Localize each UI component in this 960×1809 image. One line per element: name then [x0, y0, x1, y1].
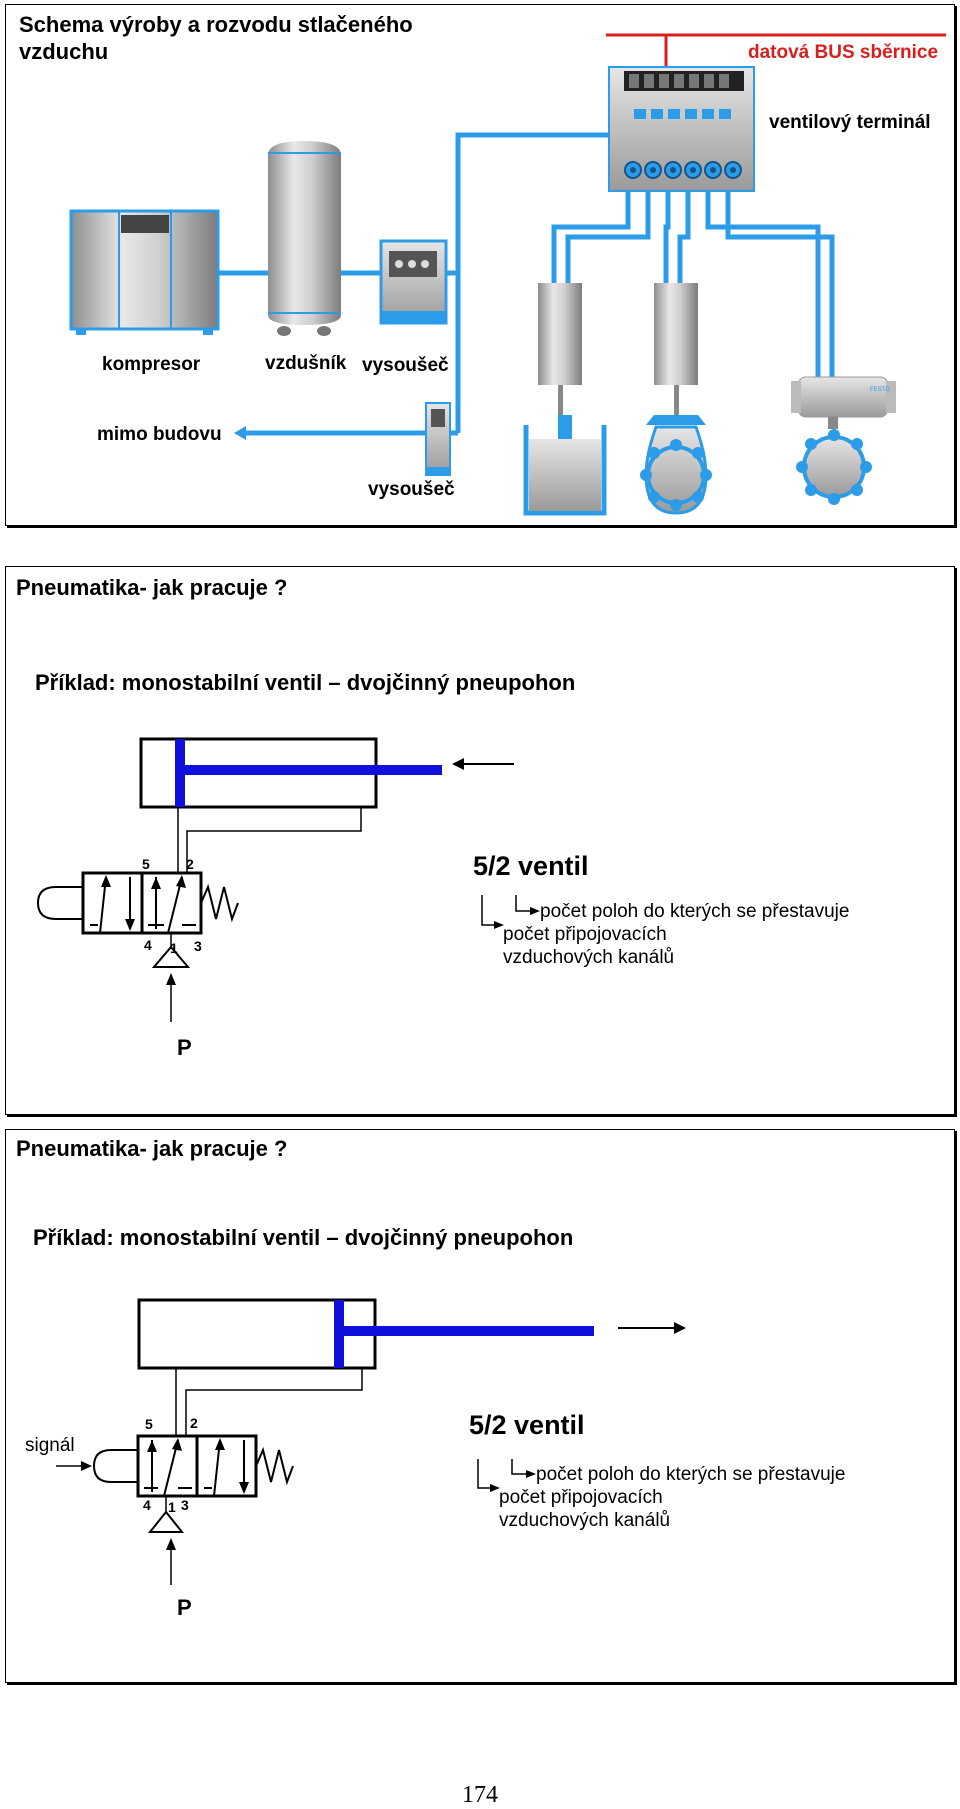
motion-arrow-right-icon [618, 1322, 686, 1334]
valve-symbol [36, 871, 239, 935]
slide-title: Schema výroby a rozvodu stlačeného vzduc… [19, 12, 413, 64]
bus-label: datová BUS sběrnice [748, 42, 939, 63]
small-dryer-unit [425, 402, 451, 476]
dryer-label: vysoušeč [362, 355, 449, 376]
desc-positions: počet poloh do kterých se přestavuje [540, 901, 850, 922]
port-3-label: 3 [194, 938, 202, 954]
actuator-rotary: FESTO [791, 376, 896, 505]
ventil-heading: 5/2 ventil [473, 851, 589, 881]
air-tank [268, 141, 341, 336]
ventil-heading: 5/2 ventil [469, 1410, 585, 1440]
tank-label: vzdušník [265, 353, 347, 374]
desc-ports-line1: počet připojovacích [499, 1487, 663, 1508]
page-number: 174 [462, 1782, 498, 1808]
desc-ports-line1: počet připojovacích [503, 924, 667, 945]
supply-label: P [177, 1595, 192, 1620]
port-3-label: 3 [181, 1497, 189, 1513]
air-pipes [218, 132, 835, 436]
desc-positions: počet poloh do kterých se přestavuje [536, 1464, 846, 1485]
slide-subtitle: Příklad: monostabilní ventil – dvojčinný… [33, 1225, 574, 1250]
port-4-label: 4 [143, 1497, 151, 1513]
slide-subtitle: Příklad: monostabilní ventil – dvojčinný… [35, 670, 576, 695]
slide-title: Pneumatika- jak pracuje ? [16, 575, 288, 600]
supply-symbol [151, 933, 191, 1022]
port-1-label: 1 [170, 940, 178, 956]
slide-valve-example-2: Pneumatika- jak pracuje ? Příklad: monos… [5, 1129, 955, 1683]
compressor-unit [69, 209, 220, 335]
outside-arrow-icon [234, 426, 246, 440]
slide-valve-example-1: Pneumatika- jak pracuje ? Příklad: monos… [5, 566, 955, 1115]
cylinder-lines [177, 807, 362, 873]
port-2-label: 2 [190, 1415, 198, 1431]
desc-ports-line2: vzduchových kanálů [499, 1510, 671, 1531]
dryer-unit [379, 239, 448, 325]
port-2-label: 2 [186, 856, 194, 872]
terminal-label: ventilový terminál [769, 112, 931, 133]
brand-logo: FESTO [870, 387, 890, 393]
valve-arrowheads [147, 1438, 249, 1494]
cylinder-lines [175, 1368, 363, 1436]
valve-terminal [608, 66, 755, 192]
slide-compressed-air-schema: FESTO Schema výroby a rozvodu stlačeného… [5, 4, 955, 526]
outside-label: mimo budovu [97, 424, 222, 445]
desc-ports-line2: vzduchových kanálů [503, 947, 675, 968]
signal-label: signál [25, 1435, 75, 1456]
dryer2-label: vysoušeč [368, 479, 455, 500]
compressor-label: kompresor [102, 354, 201, 375]
cylinder-retracted [139, 737, 442, 809]
port-5-label: 5 [145, 1416, 153, 1432]
slide-title: Pneumatika- jak pracuje ? [16, 1136, 288, 1161]
valve-arrowheads [101, 875, 186, 931]
valve-symbol [92, 1434, 294, 1498]
bus-line [606, 33, 946, 67]
actuator-gate-valve [523, 283, 607, 516]
air-system-diagram: FESTO [69, 33, 946, 516]
port-5-label: 5 [142, 856, 150, 872]
actuator-butterfly-valve [640, 283, 712, 515]
cylinder-extended [137, 1298, 594, 1370]
supply-label: P [177, 1035, 192, 1060]
port-1-label: 1 [168, 1499, 176, 1515]
supply-symbol [147, 1496, 185, 1585]
motion-arrow-left-icon [452, 758, 514, 770]
port-4-label: 4 [144, 937, 152, 953]
description-arrows [477, 1459, 530, 1489]
valve-cylinder-diagram-extended [56, 1298, 686, 1585]
valve-cylinder-diagram [36, 737, 540, 1022]
signal-arrow-icon [56, 1461, 92, 1471]
description-arrows [481, 895, 534, 926]
